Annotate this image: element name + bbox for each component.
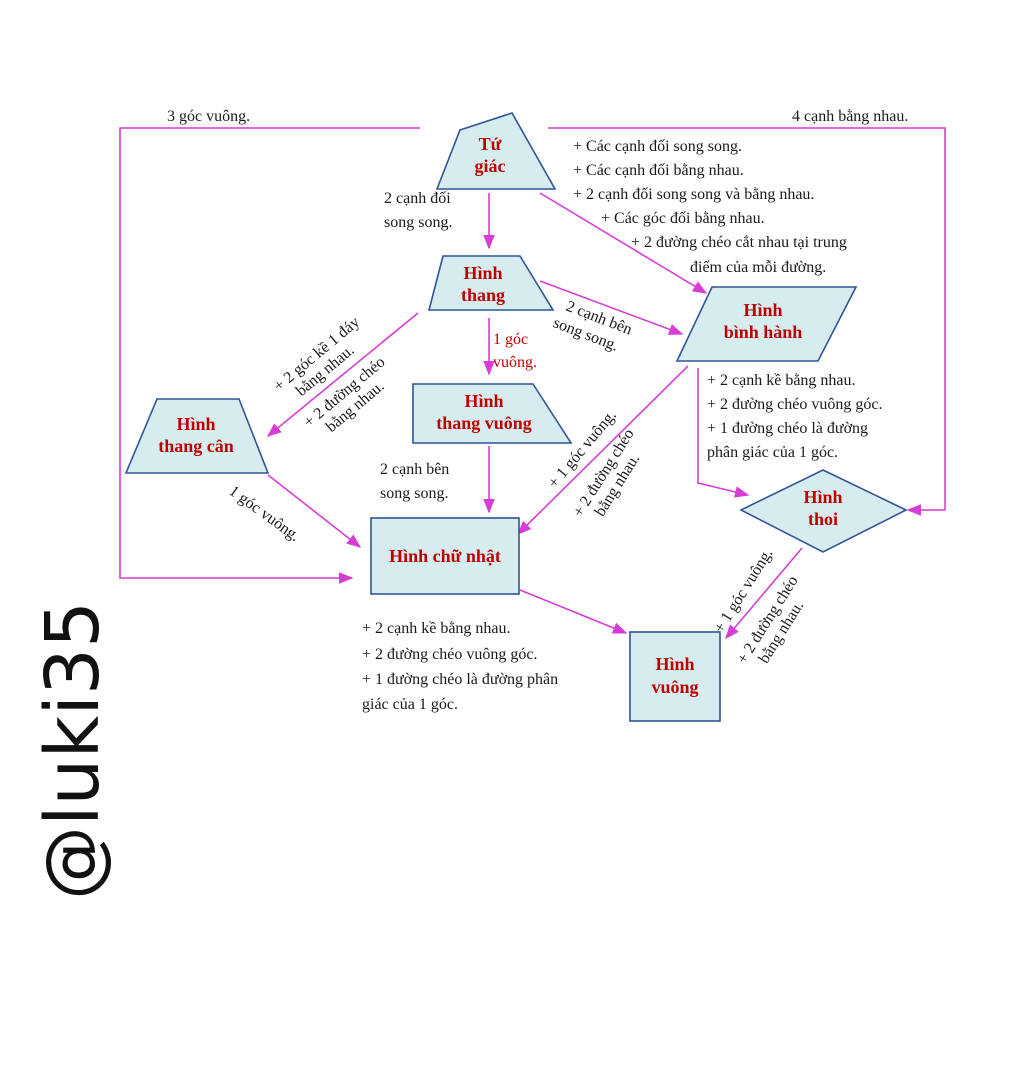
node-binh-hanh-line2: bình hành	[724, 322, 803, 342]
node-thang-can-line1: Hình	[176, 414, 215, 434]
node-hinh-thang: Hình thang	[427, 255, 555, 311]
arrow-tugiac-to-thoi	[548, 127, 946, 516]
watermark-text: @luki35	[30, 601, 116, 900]
node-chu-nhat-label: Hình chữ nhật	[389, 546, 501, 566]
node-hinh-thang-line1: Hình	[463, 263, 502, 283]
node-shape	[412, 383, 573, 444]
node-shape	[739, 469, 908, 553]
node-vuong-line1: Hình	[655, 654, 694, 674]
label-thangcan-to-chunhat: 1 góc vuông.	[226, 482, 303, 545]
label-line: + Các cạnh đối bằng nhau.	[573, 162, 744, 179]
node-hinh-thang-line2: thang	[461, 285, 505, 305]
label-line: + 2 cạnh đối song song và bằng nhau.	[573, 186, 814, 203]
label-line: + 2 đường chéo vuông góc.	[707, 396, 882, 413]
node-shape	[427, 255, 555, 311]
label-binhhanh-to-thoi: + 2 cạnh kề bằng nhau. + 2 đường chéo vu…	[707, 372, 882, 461]
label-line: vuông.	[493, 354, 537, 371]
node-thoi: Hình thoi	[739, 469, 908, 553]
label-line: 1 góc	[493, 331, 528, 348]
arrow-binhhanh-to-thoi	[697, 368, 750, 498]
arrow-tugiac-to-chunhat	[119, 127, 420, 584]
node-shape	[435, 112, 557, 190]
label-line: song song.	[384, 214, 452, 231]
label-line: 2 cạnh bên	[380, 461, 449, 478]
label-line: điểm của mỗi đường.	[690, 259, 826, 276]
label-tugiac-to-binhhanh: + Các cạnh đối song song. + Các cạnh đối…	[573, 138, 847, 276]
node-thang-vuong-line1: Hình	[464, 391, 503, 411]
label-line: + 2 cạnh kề bằng nhau.	[707, 372, 856, 389]
label-thang-to-binhhanh: 2 cạnh bên song song.	[551, 298, 635, 355]
arrow-binhhanh-to-chunhat	[516, 365, 689, 536]
node-tu-giac: Tứ giác	[435, 112, 557, 190]
label-line: + 1 đường chéo là đường	[707, 420, 868, 437]
node-shape	[675, 286, 858, 362]
arrow-chunhat-to-vuong	[519, 589, 628, 634]
node-thoi-line1: Hình	[803, 487, 842, 507]
label-thang-to-thangvuong: 1 góc vuông.	[493, 331, 537, 371]
label-chunhat-to-vuong: + 2 cạnh kề bằng nhau. + 2 đường chéo vu…	[362, 620, 558, 713]
label-line: + Các góc đối bằng nhau.	[601, 210, 765, 227]
node-thang-vuong: Hình thang vuông	[412, 383, 573, 444]
node-chu-nhat: Hình chữ nhật	[370, 517, 520, 595]
node-thang-can: Hình thang cân	[124, 398, 270, 474]
label-line: + 2 đường chéo cắt nhau tại trung	[631, 234, 847, 251]
arrow-thangcan-to-chunhat	[267, 474, 362, 548]
node-thang-vuong-line2: thang vuông	[436, 413, 532, 433]
node-thoi-line2: thoi	[808, 509, 838, 529]
node-shape	[370, 517, 520, 595]
node-binh-hanh: Hình bình hành	[675, 286, 858, 362]
node-shape	[124, 398, 270, 474]
node-binh-hanh-line1: Hình	[743, 300, 782, 320]
arrow-thoi-to-vuong	[725, 547, 803, 640]
arrow-thang-to-thangcan	[266, 312, 419, 437]
label-three-right-angles: 3 góc vuông.	[167, 108, 250, 125]
arrow-thang-to-binhhanh	[539, 280, 684, 335]
label-line: + Các cạnh đối song song.	[573, 138, 742, 155]
label-line: phân giác của 1 góc.	[707, 444, 838, 461]
node-shape	[629, 631, 721, 722]
node-vuong: Hình vuông	[629, 631, 721, 722]
label-line: song song.	[380, 485, 448, 502]
label-line: + 2 đường chéo vuông góc.	[362, 646, 537, 663]
label-line: + 2 cạnh kề bằng nhau.	[362, 620, 511, 637]
label-line: giác của 1 góc.	[362, 696, 458, 713]
label-thangvuong-to-chunhat: 2 cạnh bên song song.	[380, 461, 449, 502]
label-tugiac-to-thang: 2 cạnh đối song song.	[384, 190, 452, 231]
node-thang-can-line2: thang cân	[158, 436, 234, 456]
node-vuong-line2: vuông	[651, 677, 698, 697]
label-line: + 1 đường chéo là đường phân	[362, 671, 558, 688]
connectors	[119, 127, 946, 640]
node-tu-giac-line2: giác	[475, 156, 506, 176]
arrow-tugiac-to-binhhanh	[539, 192, 708, 294]
label-line: 2 cạnh đối	[384, 190, 451, 207]
label-four-equal-sides: 4 cạnh bằng nhau.	[792, 108, 908, 125]
node-tu-giac-line1: Tứ	[479, 134, 502, 154]
